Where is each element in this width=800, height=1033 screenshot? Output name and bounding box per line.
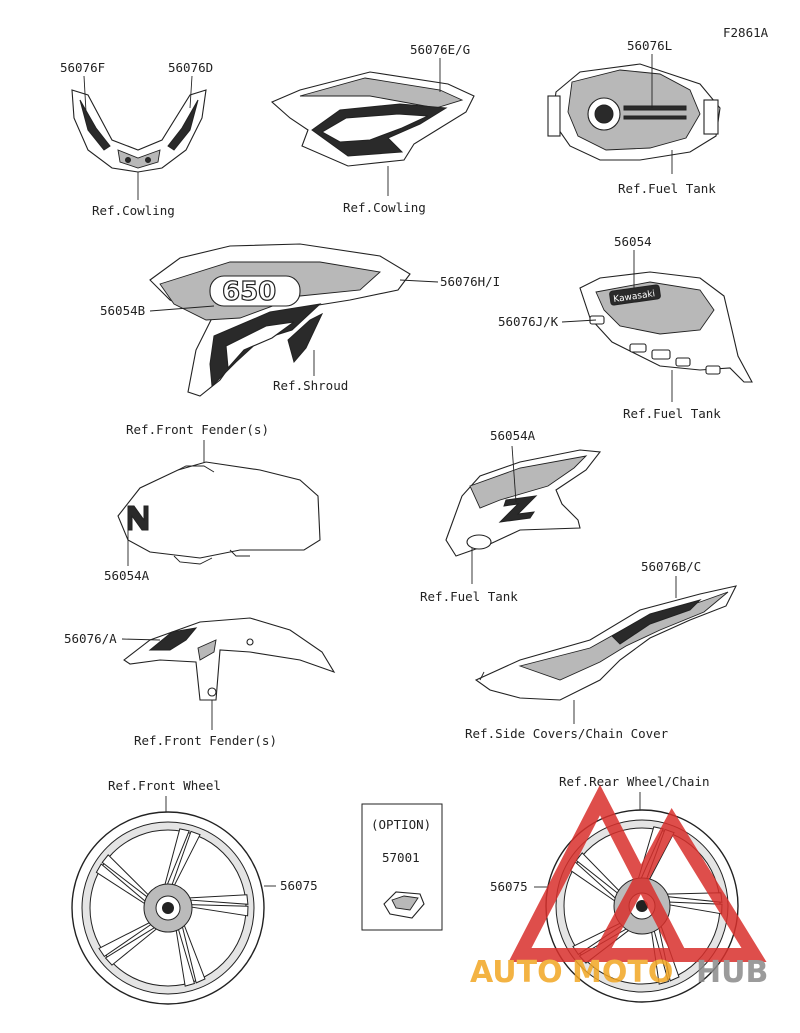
label-56076BC: 56076B/C (641, 559, 701, 574)
figure-code: F2861A (723, 25, 769, 40)
watermark-text-2: MOTO (572, 955, 673, 990)
label-option: (OPTION) (371, 817, 431, 832)
label-56076HI: 56076H/I (440, 274, 500, 289)
watermark-text-3: HUB (696, 955, 768, 990)
label-ref-side-covers: Ref.Side Covers/Chain Cover (465, 726, 669, 741)
side-cover-part (474, 585, 738, 701)
fuel-tank-top-part (547, 63, 721, 161)
label-56054B: 56054B (100, 303, 145, 318)
side-cowl-part (270, 71, 475, 167)
front-fender-side-part (123, 617, 336, 701)
option-box (361, 803, 443, 931)
label-56076EG: 56076E/G (410, 42, 470, 57)
front-fender-top-part (117, 461, 321, 565)
front-cowl-part (71, 89, 207, 173)
fuel-tank-2-part: Kawasaki (579, 271, 753, 383)
label-ref-front-fender-s: Ref.Front Fender(s) (134, 733, 277, 748)
label-ref-fuel-tank-1: Ref.Fuel Tank (618, 181, 716, 196)
tank-side-z-part (445, 449, 602, 557)
label-56054A-tank: 56054A (490, 428, 536, 443)
label-ref-fuel-tank-2: Ref.Fuel Tank (623, 406, 721, 421)
label-56075-front: 56075 (280, 878, 318, 893)
shroud-part: 650 (149, 243, 411, 397)
label-56076D: 56076D (168, 60, 213, 75)
label-ref-rear-wheel: Ref.Rear Wheel/Chain (559, 774, 710, 789)
label-ref-shroud: Ref.Shroud (273, 378, 348, 393)
label-57001: 57001 (382, 850, 420, 865)
label-ref-cowling-2: Ref.Cowling (343, 200, 426, 215)
z-logo-decal (498, 495, 538, 523)
shroud-650-decal: 650 (222, 277, 276, 307)
label-56076L: 56076L (627, 38, 672, 53)
label-ref-fuel-tank-3: Ref.Fuel Tank (420, 589, 518, 604)
front-wheel-part (71, 811, 265, 1005)
watermark-text-1: AUTO (470, 955, 563, 990)
watermark: AUTO MOTO HUB (470, 784, 768, 990)
label-56076F: 56076F (60, 60, 105, 75)
label-56054: 56054 (614, 234, 652, 249)
label-56076JK: 56076J/K (498, 314, 559, 329)
label-ref-front-wheel: Ref.Front Wheel (108, 778, 221, 793)
label-56076A: 56076/A (64, 631, 117, 646)
label-ref-cowling-1: Ref.Cowling (92, 203, 175, 218)
label-ref-front-fender-s-top: Ref.Front Fender(s) (126, 422, 269, 437)
label-56054A-fender: 56054A (104, 568, 150, 583)
label-56075-rear: 56075 (490, 879, 528, 894)
